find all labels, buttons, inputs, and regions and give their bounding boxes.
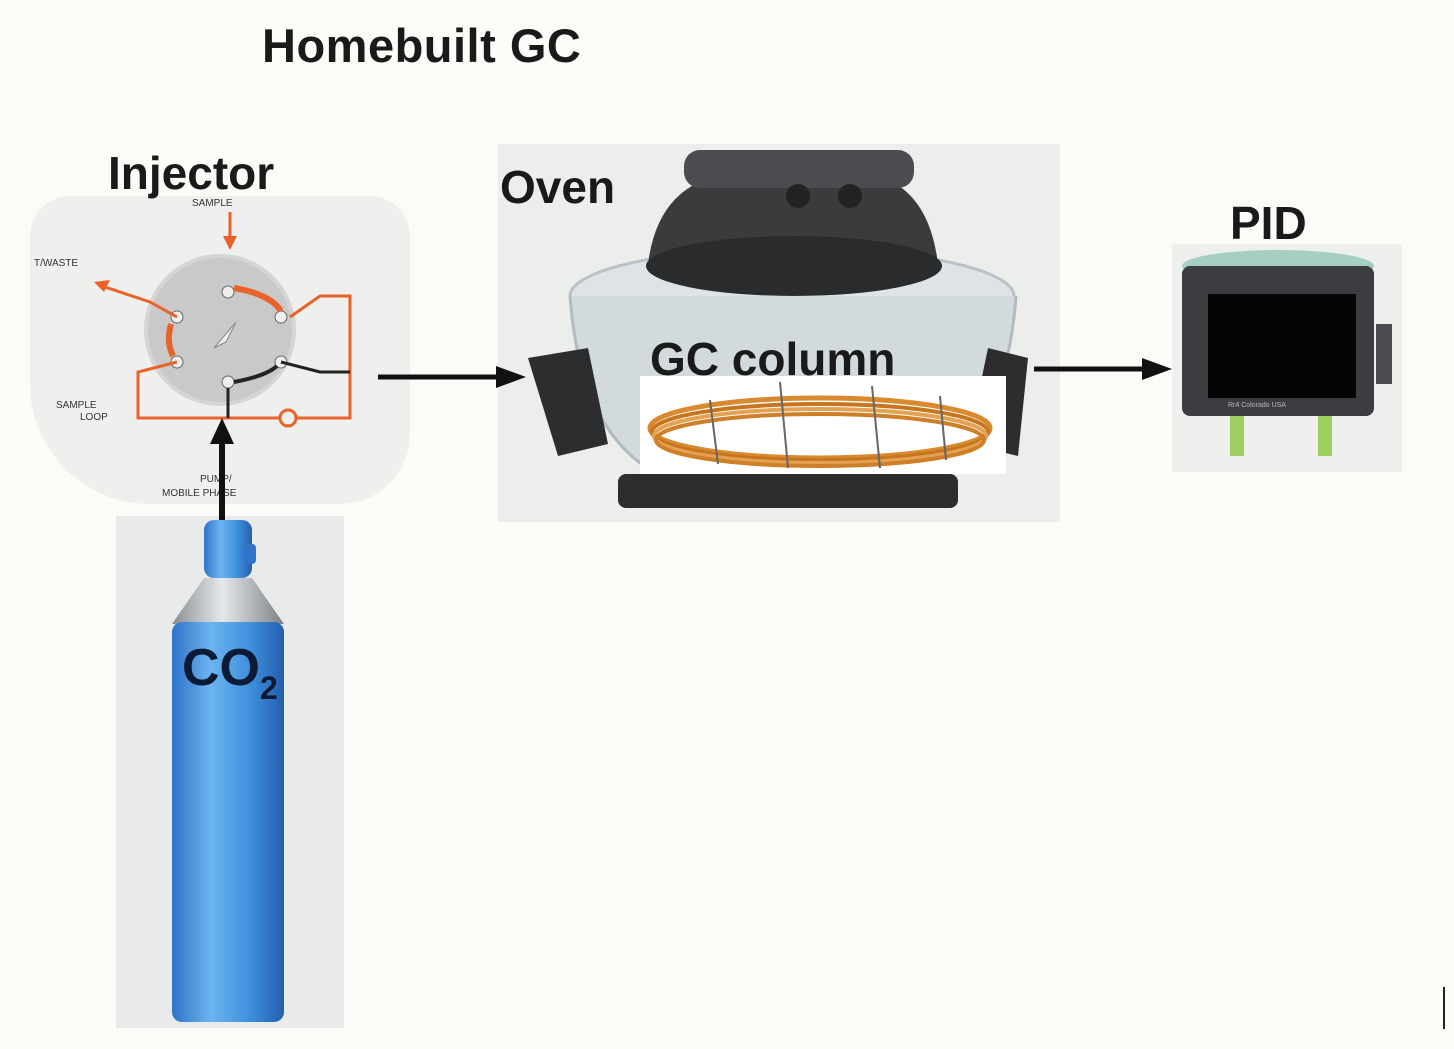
- waste-line: [101, 284, 178, 319]
- oven-lid-base: [646, 236, 942, 296]
- pid-side-tab: [1376, 324, 1392, 384]
- pid-pin: [1230, 416, 1244, 456]
- pump-text-2: MOBILE PHASE: [162, 488, 237, 499]
- text-cursor: [1443, 987, 1445, 1029]
- rotor-arrow-icon: [213, 321, 237, 349]
- cylinder-body: [172, 622, 284, 1022]
- column-clip: [779, 381, 789, 469]
- oven-handle: [684, 150, 914, 188]
- co2-label: CO2: [182, 638, 278, 707]
- pid-pin: [1318, 416, 1332, 456]
- oven-side-handle: [528, 348, 608, 456]
- valve-channel: [165, 323, 176, 358]
- diagram-title: Homebuilt GC: [262, 19, 582, 72]
- column-coil-ring: [652, 407, 988, 465]
- oven-knob: [838, 184, 862, 208]
- sample-loop-text-1: SAMPLE: [56, 400, 97, 411]
- column-clip: [939, 395, 947, 461]
- column-clip: [709, 399, 719, 465]
- column-clip: [871, 385, 881, 469]
- oven-knob: [786, 184, 810, 208]
- waste-arrowhead: [94, 280, 110, 292]
- gc-column-coil: [647, 381, 993, 469]
- co2-cylinder: [172, 520, 284, 1022]
- outlet-line: [280, 360, 350, 374]
- oven-to-pid-arrowhead: [1142, 358, 1172, 380]
- injector-to-oven-arrowhead: [496, 366, 526, 388]
- oven-base: [618, 474, 958, 508]
- tank-to-injector-arrowhead: [210, 418, 234, 444]
- injector-valve-diagram: [94, 212, 352, 428]
- gc-column-label: GC column: [650, 333, 896, 385]
- sample-arrowhead: [223, 236, 237, 250]
- co2-subscript: 2: [260, 670, 278, 706]
- cylinder-neck: [172, 578, 284, 624]
- pid-caption: Rr4 Colorado USA: [1228, 402, 1286, 409]
- pid-label: PID: [1230, 197, 1307, 249]
- pid-detector: [1182, 250, 1392, 456]
- sample-loop-text-2: LOOP: [80, 412, 108, 423]
- co2-main-text: CO: [182, 639, 260, 697]
- column-coil-ring: [654, 412, 986, 468]
- sample-text: SAMPLE: [192, 198, 233, 209]
- injector-label: Injector: [108, 147, 275, 199]
- column-coil-ring: [650, 402, 990, 462]
- valve-port: [221, 285, 235, 299]
- cylinder-valve-cap: [204, 520, 252, 578]
- oven-label: Oven: [500, 161, 616, 213]
- valve-channel: [233, 364, 279, 384]
- pump-text-1: PUMP/: [200, 474, 232, 485]
- cylinder-valve-knob: [244, 544, 256, 564]
- pid-window: [1208, 294, 1356, 398]
- valve-channel: [233, 285, 284, 313]
- waste-text: T/WASTE: [34, 258, 79, 269]
- sample-loop-line: [136, 294, 352, 420]
- loop-coil-icon: [278, 408, 298, 428]
